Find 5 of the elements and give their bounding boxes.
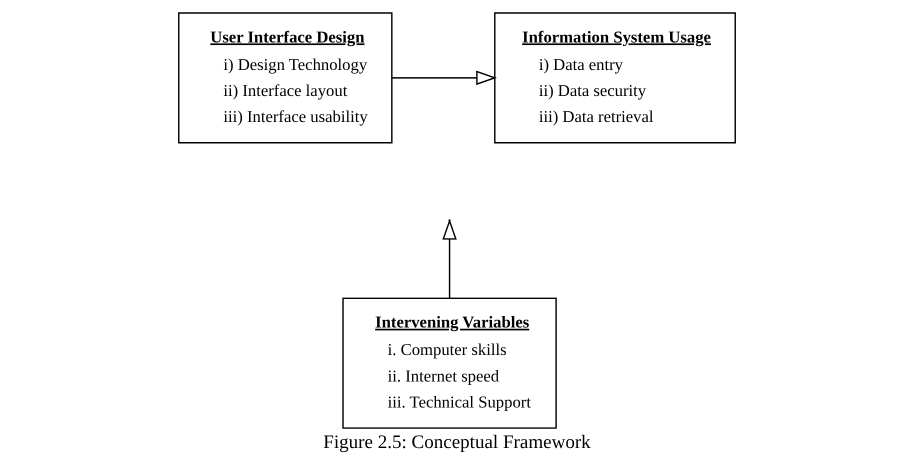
caption: Figure 2.5: Conceptual Framework — [323, 432, 591, 454]
node-box: Intervening Variables i. Computer skills ii. Internet speed iii. Technical Support — [342, 298, 557, 429]
node-box: Information System Usage i) Data entry ii) Data security iii) Data retrieval — [494, 12, 736, 144]
arrow — [392, 70, 497, 86]
node-box: User Interface Design i) Design Technology ii) Interface layout iii) Interface usability — [178, 12, 393, 144]
